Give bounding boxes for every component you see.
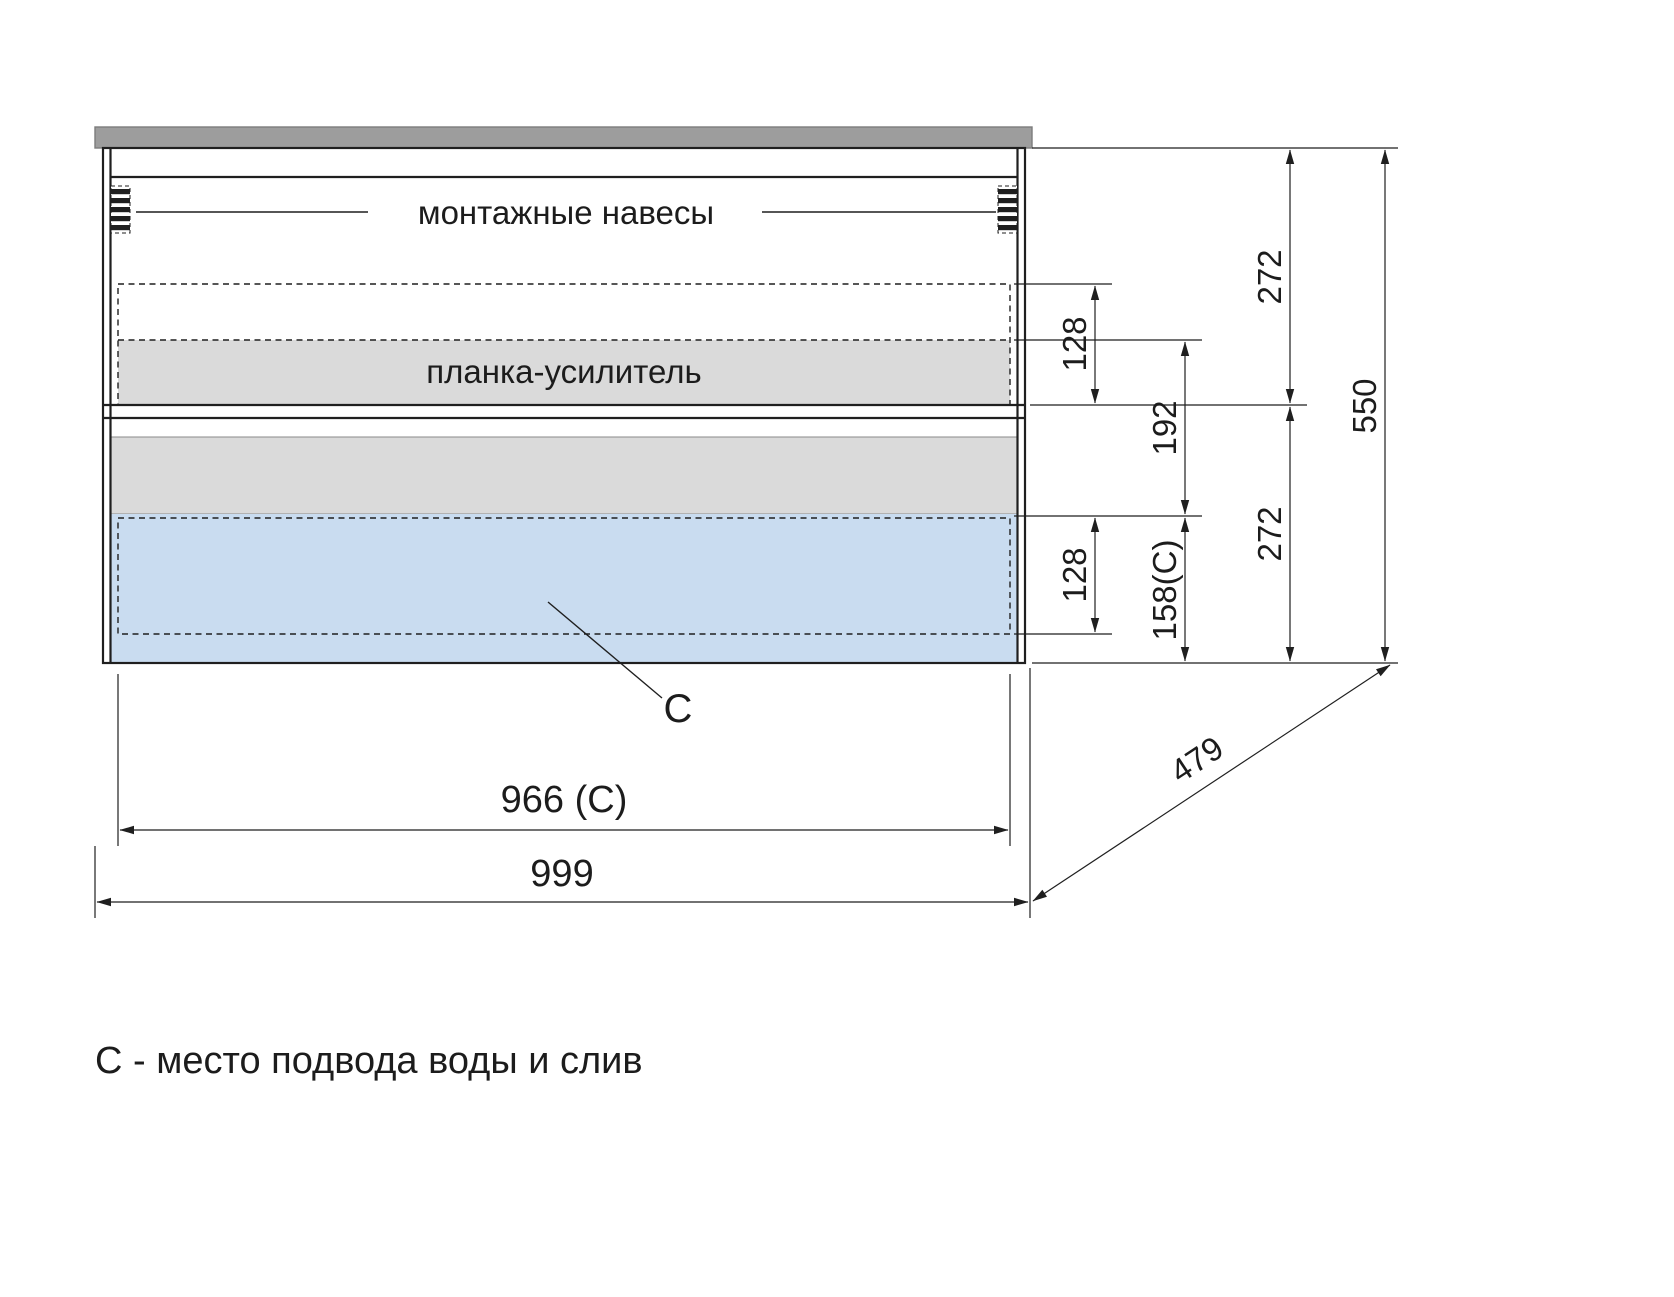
footnote-text: С - место подвода воды и слив: [95, 1040, 643, 1082]
dim-line-479: [1032, 664, 1391, 902]
mounting-bracket-left: [110, 185, 131, 234]
dim-text-966: 966 (С): [501, 779, 628, 821]
dim-text-550: 550: [1346, 378, 1383, 433]
mounting-bracket-right: [997, 185, 1018, 234]
reinforcement-strip-fill: [118, 340, 1010, 405]
countertop: [94, 126, 1033, 149]
dim-text-479: 479: [1163, 729, 1229, 790]
dim-text-128-bottom: 128: [1056, 547, 1093, 602]
label-reinforcement-bar: планка-усилитель: [426, 353, 701, 390]
leader-lines: [136, 211, 996, 699]
dim-text-192: 192: [1146, 400, 1183, 455]
dim-text-272-bottom: 272: [1251, 506, 1288, 561]
top-dashed-zone: [117, 283, 1011, 406]
dim-text-128-top: 128: [1056, 316, 1093, 371]
drain-dashed-zone: [117, 517, 1011, 635]
c-marker-label: С: [664, 687, 693, 731]
dim-text-158c: 158(С): [1146, 540, 1183, 641]
c-marker-leader: [547, 601, 663, 699]
dim-text-272-top: 272: [1251, 249, 1288, 304]
label-mounting-hangers: монтажные навесы: [418, 194, 714, 231]
drain-zone-fill: [110, 514, 1018, 662]
cabinet-structure: [101, 146, 1027, 665]
dashed-regions: [117, 283, 1011, 635]
extension-lines: [94, 147, 1398, 918]
dimension-lines: [96, 149, 1391, 907]
dim-text-999: 999: [530, 853, 593, 895]
second-drawer-gray-strip: [110, 436, 1018, 515]
